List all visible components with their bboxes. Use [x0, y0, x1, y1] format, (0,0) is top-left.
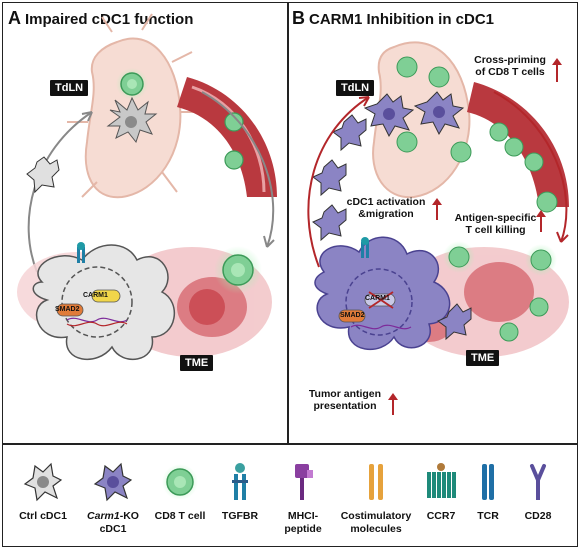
ko-cdc1-b-migrating2 [312, 159, 347, 197]
panel-b-letter: B [292, 8, 305, 28]
legend-cd28-label: CD28 [524, 510, 552, 522]
legend-costim-label: Costimulatory molecules [340, 510, 412, 535]
ctrl-cdc1-icon [23, 462, 63, 502]
legend-tcr-label: TCR [477, 510, 499, 522]
t-cells-b-lymph [396, 56, 558, 213]
legend-cd8-label: CD8 T cell [154, 510, 206, 522]
carm1-ko-cdc1-icon [93, 462, 133, 502]
legend-mhci-label: MHCI- peptide [284, 510, 322, 535]
presentation-note: Tumor antigen presentation [308, 388, 382, 412]
legend-ko-text: -KO cDC1 [99, 510, 139, 535]
carm1-label-a: CARM1 [83, 292, 108, 299]
activation-note: cDC1 activation &migration [346, 196, 426, 220]
legend-ko-italic: Carm1 [87, 510, 120, 522]
legend-divider [2, 443, 578, 445]
figure-frame [2, 2, 578, 547]
panel-a-letter: A [8, 8, 21, 28]
panel-b-title-text: CARM1 Inhibition in cDC1 [309, 11, 494, 28]
ko-cdc1-b-migrating3 [312, 204, 347, 242]
legend-ctrl-cdc1-label: Ctrl cDC1 [19, 510, 67, 522]
tme-label-a: TME [180, 355, 214, 371]
smad2-label-b: SMAD2 [340, 312, 365, 319]
ko-cdc1-b-migrating1 [332, 114, 367, 152]
smad2-label-a: SMAD2 [55, 306, 80, 313]
tgfbr-icon [232, 463, 248, 500]
panel-divider [287, 2, 289, 445]
legend-ko-cdc1-label: Carm1-KO cDC1 [78, 510, 148, 536]
legend-tgfbr-label: TGFBR [221, 510, 259, 522]
tdln-label-a: TdLN [50, 80, 89, 96]
cross-priming-note: Cross-priming of CD8 T cells [474, 54, 546, 78]
tme-label-b: TME [466, 350, 500, 366]
carm1-label-b: CARM1 [365, 295, 390, 302]
ccr7-icon [427, 463, 456, 498]
panel-a-illustration [17, 13, 277, 361]
mhci-peptide-icon [295, 464, 313, 500]
cd8-t-cell-icon [162, 464, 198, 500]
tdln-label-b: TdLN [336, 80, 375, 96]
legend-ccr7-label: CCR7 [426, 510, 456, 522]
tcr-icon [482, 464, 494, 500]
ko-cdc1-b-main [314, 236, 451, 351]
killing-note: Antigen-specific T cell killing [454, 212, 537, 236]
migration-arrow-b [307, 96, 370, 268]
cd28-icon [530, 464, 546, 500]
blood-vessel-a [177, 77, 277, 197]
panel-b-illustration [307, 41, 569, 415]
costimulatory-icon [369, 464, 383, 500]
ctrl-cdc1-small-a [26, 156, 60, 194]
